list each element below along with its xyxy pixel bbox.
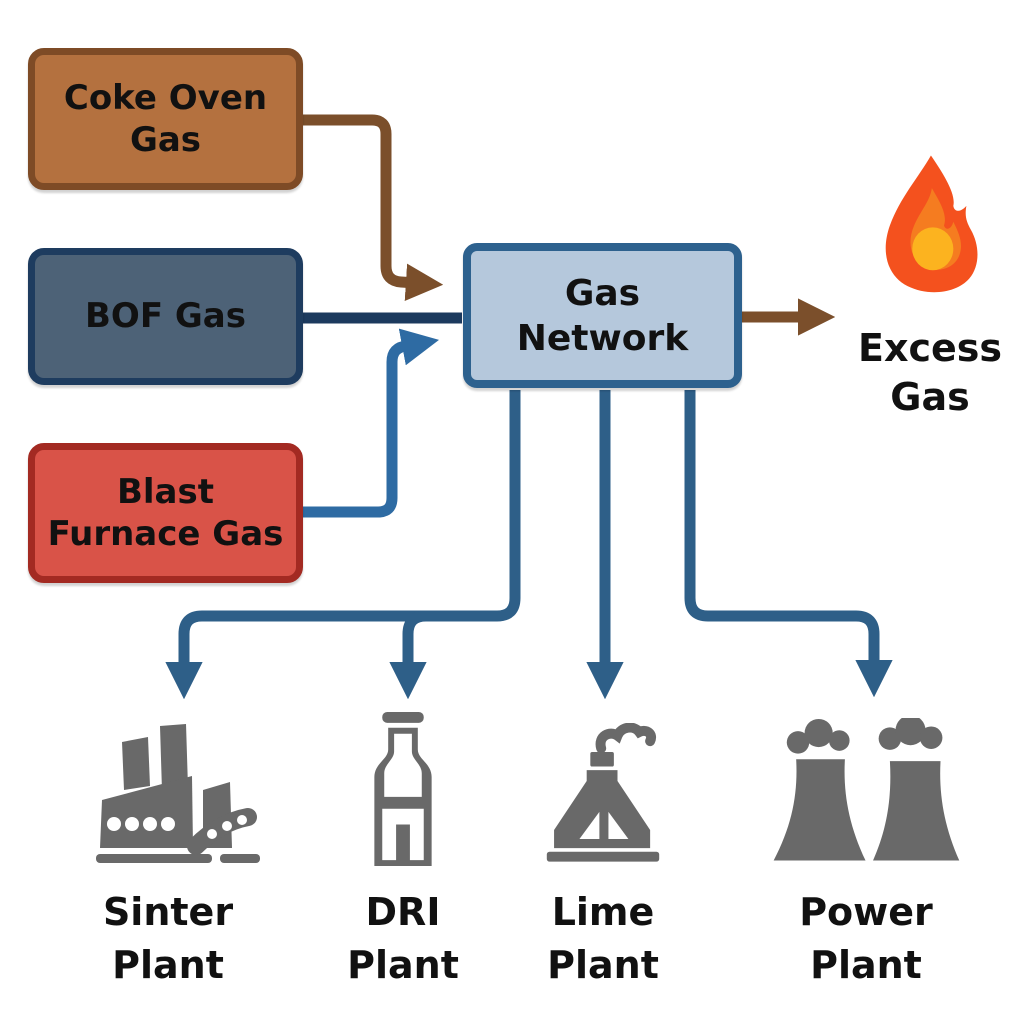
flow-blast-furnace-to-network <box>303 328 440 518</box>
excess-gas-label: Excess Gas <box>857 326 1002 420</box>
node-gas-network: Gas Network <box>463 243 742 388</box>
excess-gas-group: Excess Gas <box>840 150 1020 423</box>
plant-dri: DRI Plant <box>288 710 518 992</box>
node-blast-furnace-gas: Blast Furnace Gas <box>28 443 303 583</box>
node-bof-gas: BOF Gas <box>28 248 303 385</box>
flow-network-to-power <box>684 390 893 698</box>
flow-coke-oven-to-network <box>303 114 444 301</box>
plant-label: Sinter Plant <box>102 890 234 988</box>
plant-lime: Lime Plant <box>488 710 718 992</box>
plant-sinter: Sinter Plant <box>53 710 283 992</box>
node-coke-oven-gas: Coke Oven Gas <box>28 48 303 190</box>
plant-label: Lime Plant <box>547 890 659 988</box>
cooling-towers-icon <box>766 710 966 868</box>
kiln-icon <box>533 710 673 868</box>
flame-icon <box>885 155 978 293</box>
shaft-furnace-icon <box>368 710 438 868</box>
flow-network-to-dri <box>389 610 455 700</box>
plant-power: Power Plant <box>751 710 981 992</box>
flow-network-to-sinter <box>165 390 521 700</box>
factory-icon <box>76 710 261 868</box>
plant-label: Power Plant <box>799 890 933 988</box>
plant-label: DRI Plant <box>347 890 459 988</box>
